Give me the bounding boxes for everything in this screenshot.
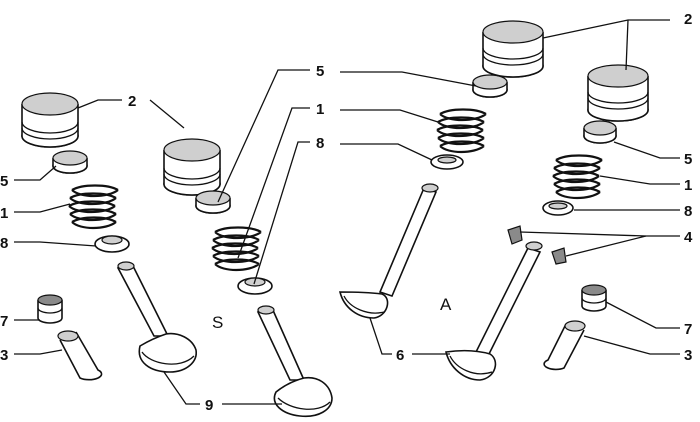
callout-3-left: 3 <box>0 347 8 364</box>
valve-guide-right <box>543 320 586 371</box>
callout-6: 6 <box>396 347 404 364</box>
intake-valve-center <box>338 183 439 319</box>
exhaust-valve-mid <box>256 305 333 418</box>
callout-1-right: 1 <box>684 177 692 194</box>
valve-stem-seal-left <box>37 294 63 324</box>
valve-spring-mid <box>211 226 262 272</box>
valve-cap-left <box>52 150 88 174</box>
leader-lines <box>14 19 680 405</box>
exhaust-valve-left <box>116 261 197 373</box>
tappet-left <box>21 92 79 148</box>
callout-1-mid: 1 <box>316 101 324 118</box>
valve-collets-right <box>507 225 567 265</box>
callout-2-left: 2 <box>128 93 136 110</box>
callout-1-left: 1 <box>0 205 8 222</box>
valve-cap-mid <box>195 190 231 214</box>
callout-7-right: 7 <box>684 321 692 338</box>
tappet-mid <box>163 138 221 196</box>
callout-9: 9 <box>205 397 213 414</box>
callout-4-right: 4 <box>684 229 693 246</box>
callout-5-right: 5 <box>684 151 692 168</box>
group-label-intake: A <box>440 295 452 314</box>
callout-8-mid: 8 <box>316 135 324 152</box>
spring-seat-left <box>94 235 130 253</box>
group-label-exhaust: S <box>212 313 223 332</box>
valve-cap-right <box>583 120 617 144</box>
callout-8-right: 8 <box>684 203 692 220</box>
callout-7-left: 7 <box>0 313 8 330</box>
intake-valve-right <box>445 241 543 381</box>
callout-5-mid: 5 <box>316 63 324 80</box>
valve-spring-right <box>552 154 603 200</box>
valve-cap-center <box>472 74 508 98</box>
spring-seat-center <box>430 154 464 170</box>
tappet-right <box>587 64 649 122</box>
valve-spring-left <box>68 184 119 230</box>
callout-8-left: 8 <box>0 235 8 252</box>
callout-2-right: 2 <box>684 11 692 28</box>
tappet-top-right <box>482 20 544 78</box>
callout-3-right: 3 <box>684 347 692 364</box>
valve-stem-seal-right <box>581 284 607 312</box>
callout-5-left: 5 <box>0 173 8 190</box>
valve-guide-left <box>57 330 103 381</box>
spring-seat-right <box>542 200 574 216</box>
valve-spring-center <box>436 108 487 154</box>
